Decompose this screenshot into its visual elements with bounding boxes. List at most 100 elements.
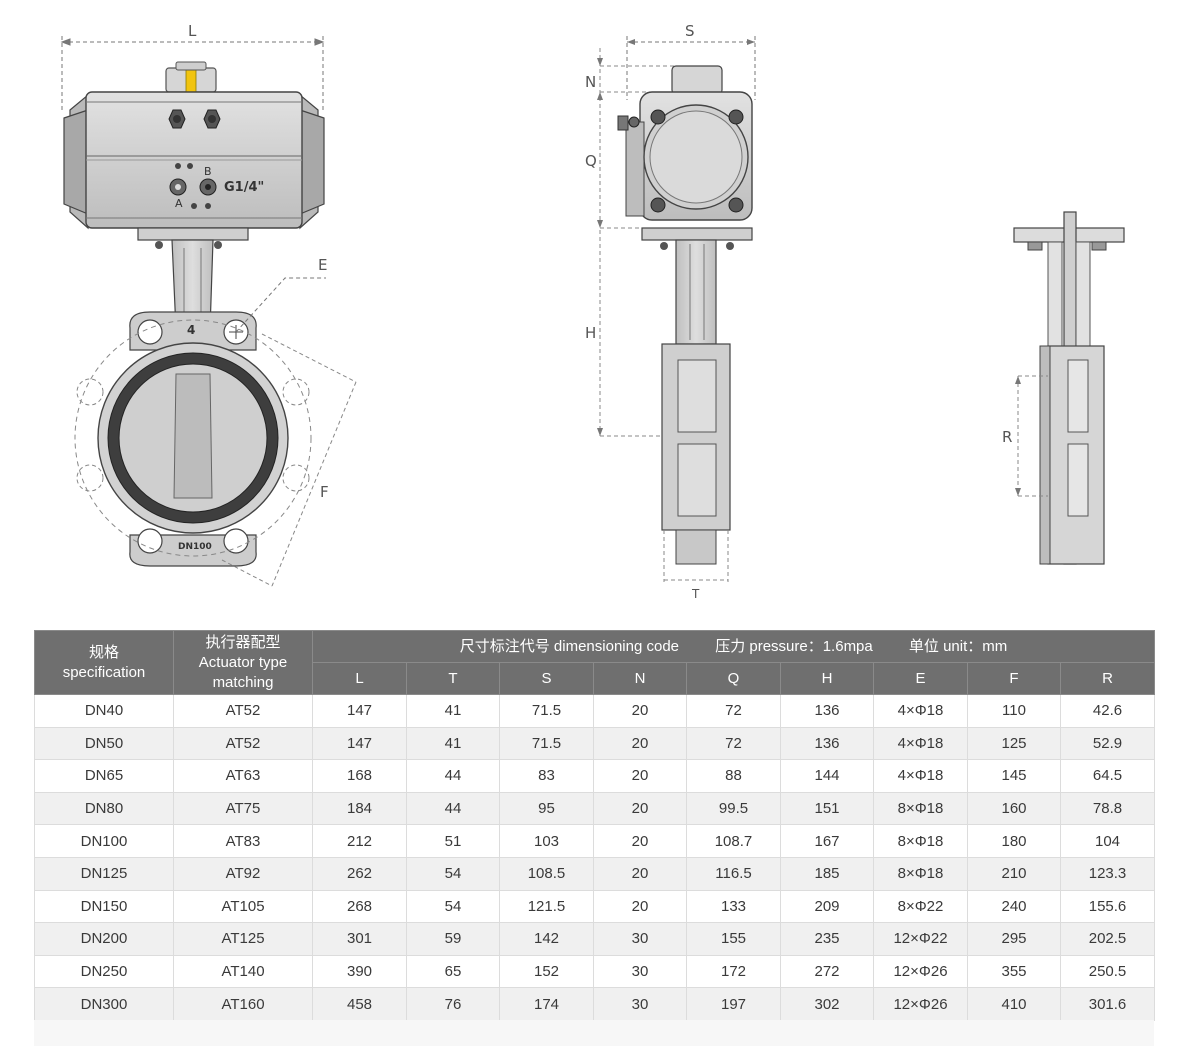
port-a-label: A bbox=[175, 197, 183, 210]
table-cell: 110 bbox=[967, 694, 1061, 728]
bolt-icon bbox=[728, 197, 744, 213]
screw-icon bbox=[175, 163, 181, 169]
table-cell: 295 bbox=[967, 922, 1061, 956]
table-cell: 30 bbox=[593, 922, 687, 956]
front-view: L B A G1/4 bbox=[60, 22, 357, 587]
table-cell: 41 bbox=[406, 694, 500, 728]
table-cell: 72 bbox=[686, 726, 781, 761]
header-unit: 单位 unit：mm bbox=[908, 637, 1008, 655]
column-header: E bbox=[873, 662, 968, 695]
header-actuator-zh: 执行器配型 bbox=[205, 633, 281, 651]
table-cell: 136 bbox=[780, 726, 874, 761]
table-cell: AT83 bbox=[173, 824, 313, 858]
table-cell: 355 bbox=[967, 954, 1061, 989]
table-cell: DN300 bbox=[34, 987, 174, 1021]
table-cell: 44 bbox=[406, 759, 500, 793]
table-cell: 390 bbox=[312, 954, 407, 989]
table-cell: 123.3 bbox=[1059, 856, 1156, 891]
table-cell: 88 bbox=[686, 759, 781, 793]
table-cell: 136 bbox=[780, 694, 874, 728]
table-cell: 72 bbox=[686, 694, 781, 728]
table-cell: 147 bbox=[312, 694, 407, 728]
table-cell: 144 bbox=[780, 759, 874, 793]
table-cell: 8×Φ18 bbox=[873, 791, 968, 826]
table-cell: 30 bbox=[593, 987, 687, 1021]
table-cell: 125 bbox=[967, 726, 1061, 761]
table-cell: DN100 bbox=[34, 824, 174, 858]
column-header: L bbox=[312, 662, 407, 695]
table-cell: 8×Φ18 bbox=[873, 824, 968, 858]
header-spec-en: specification bbox=[62, 663, 146, 681]
table-cell: 44 bbox=[406, 791, 500, 826]
shaft-cap bbox=[175, 61, 207, 71]
table-cell: 202.5 bbox=[1059, 922, 1156, 956]
header-dimension-code: 尺寸标注代号 dimensioning code bbox=[459, 637, 680, 655]
header-actuator: 执行器配型 Actuator type matching bbox=[173, 630, 313, 695]
label-H: H bbox=[585, 324, 596, 342]
table-cell: 51 bbox=[406, 824, 500, 858]
body-number: 4 bbox=[187, 323, 195, 337]
table-cell: 4×Φ18 bbox=[873, 694, 968, 728]
table-cell: 116.5 bbox=[686, 856, 781, 891]
label-R: R bbox=[1002, 428, 1012, 446]
table-cell: 185 bbox=[780, 856, 874, 891]
table-cell: 12×Φ22 bbox=[873, 922, 968, 956]
bolt-icon bbox=[728, 109, 744, 125]
table-cell: 151 bbox=[780, 791, 874, 826]
table-cell: 268 bbox=[312, 889, 407, 924]
table-cell: 133 bbox=[686, 889, 781, 924]
body-size-mark: DN100 bbox=[178, 542, 212, 552]
label-N: N bbox=[585, 73, 596, 91]
table-cell: DN40 bbox=[34, 694, 174, 728]
table-cell: 180 bbox=[967, 824, 1061, 858]
screw-icon bbox=[187, 163, 193, 169]
technical-drawings: L B A G1/4 bbox=[60, 22, 1125, 601]
label-F: F bbox=[320, 483, 329, 501]
header-spec-zh: 规格 bbox=[88, 643, 119, 661]
table-cell: AT52 bbox=[173, 726, 313, 761]
specification-table: 规格 specification 执行器配型 Actuator type mat… bbox=[34, 630, 1156, 1021]
table-cell: AT92 bbox=[173, 856, 313, 891]
table-cell: 65 bbox=[406, 954, 500, 989]
table-cell: 20 bbox=[593, 759, 687, 793]
column-header: Q bbox=[686, 662, 781, 695]
table-cell: 160 bbox=[967, 791, 1061, 826]
label-E: E bbox=[318, 256, 327, 274]
table-cell: 121.5 bbox=[499, 889, 594, 924]
table-cell: 20 bbox=[593, 856, 687, 891]
yellow-indicator bbox=[185, 67, 197, 93]
table-cell: 64.5 bbox=[1059, 759, 1156, 793]
table-cell: 99.5 bbox=[686, 791, 781, 826]
screw-icon bbox=[191, 203, 197, 209]
table-cell: 272 bbox=[780, 954, 874, 989]
table-cell: 12×Φ26 bbox=[873, 954, 968, 989]
column-header: S bbox=[499, 662, 594, 695]
table-cell: AT140 bbox=[173, 954, 313, 989]
table-cell: 52.9 bbox=[1059, 726, 1156, 761]
table-cell: 212 bbox=[312, 824, 407, 858]
table-cell: AT63 bbox=[173, 759, 313, 793]
table-cell: 172 bbox=[686, 954, 781, 989]
column-header: T bbox=[406, 662, 500, 695]
table-cell: 167 bbox=[780, 824, 874, 858]
table-cell: 168 bbox=[312, 759, 407, 793]
label-S: S bbox=[685, 22, 695, 40]
section-view: R bbox=[1002, 211, 1125, 565]
leader-E bbox=[235, 277, 326, 333]
column-header: F bbox=[967, 662, 1061, 695]
table-cell: DN80 bbox=[34, 791, 174, 826]
thread-label: G1/4" bbox=[224, 180, 264, 195]
table-cell: 108.5 bbox=[499, 856, 594, 891]
table-cell: 302 bbox=[780, 987, 874, 1021]
table-cell: 95 bbox=[499, 791, 594, 826]
table-cell: 235 bbox=[780, 922, 874, 956]
label-L: L bbox=[188, 22, 197, 40]
label-Q: Q bbox=[585, 152, 597, 170]
table-cell: 145 bbox=[967, 759, 1061, 793]
dimension-L bbox=[60, 36, 325, 110]
table-cell: 59 bbox=[406, 922, 500, 956]
